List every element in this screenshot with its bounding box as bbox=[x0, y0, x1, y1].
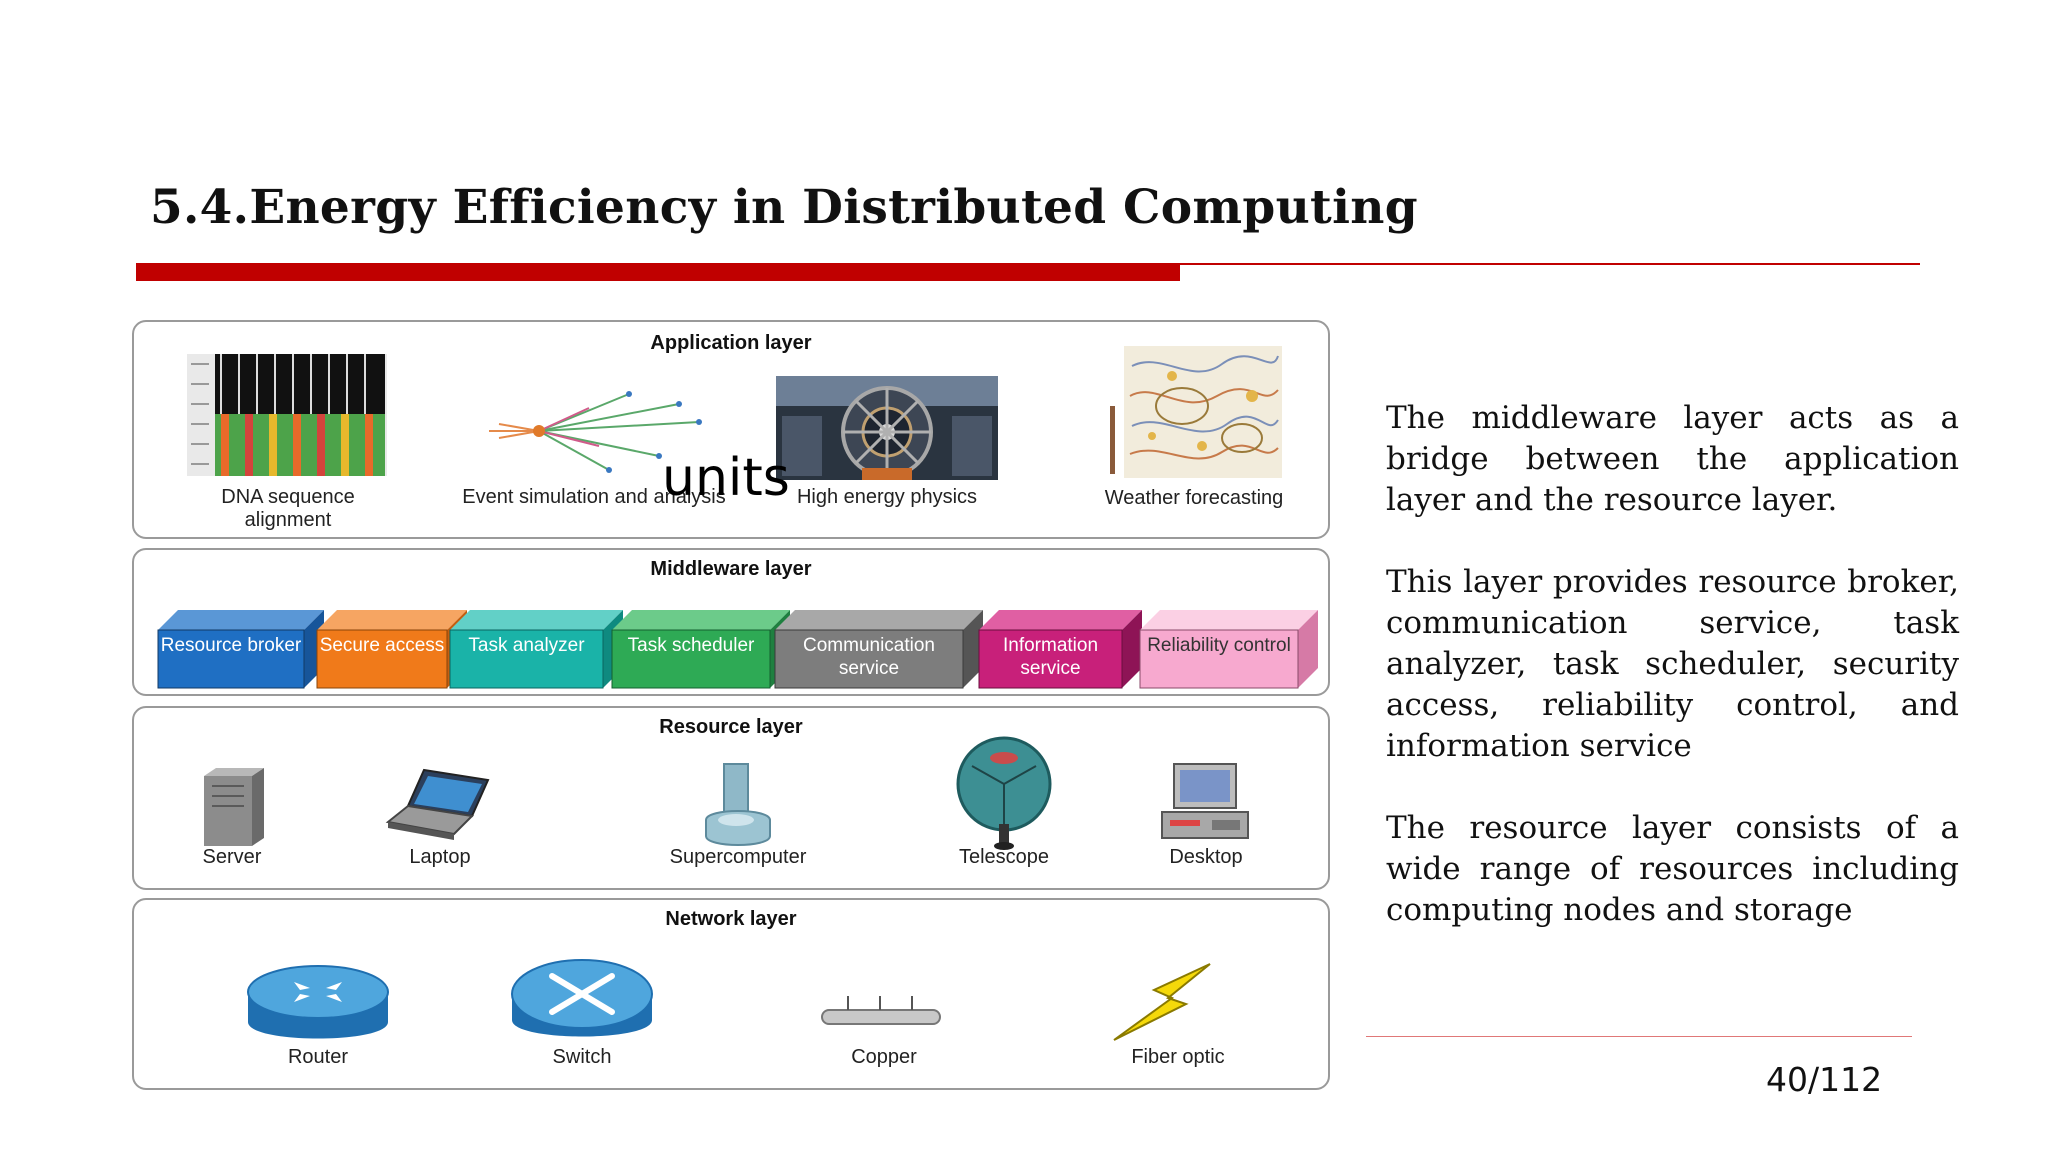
network-layer-title: Network layer bbox=[665, 908, 797, 930]
switch-icon bbox=[511, 959, 653, 1037]
telescope-caption: Telescope bbox=[958, 846, 1050, 868]
overlay-text: units bbox=[662, 448, 790, 508]
task-analyzer-block: Task analyzer bbox=[468, 635, 585, 656]
slide-title: 5.4.Energy Efficiency in Distributed Com… bbox=[150, 180, 1418, 235]
middleware-layer: Middleware layer bbox=[132, 548, 1330, 696]
network-layer: Network layer Router Switch Copper F bbox=[132, 898, 1330, 1090]
desktop-caption: Desktop bbox=[1169, 846, 1243, 868]
telescope-icon bbox=[956, 736, 1052, 850]
paragraph-resource: The resource layer consists of a wide ra… bbox=[1386, 810, 1959, 928]
event-simulation-caption: Event simulation and analysis bbox=[462, 486, 726, 508]
server-caption: Server bbox=[202, 846, 262, 868]
weather-map-image bbox=[1110, 346, 1282, 478]
title-underline-thick bbox=[136, 263, 1180, 281]
high-energy-physics-caption: High energy physics bbox=[796, 486, 978, 508]
middleware-blocks-3d bbox=[157, 610, 1318, 689]
fiber-optic-caption: Fiber optic bbox=[1131, 1046, 1225, 1068]
resource-layer: Resource layer Server Laptop Supercomput… bbox=[132, 706, 1330, 890]
application-layer: Application layer DNA sequence align bbox=[132, 320, 1330, 539]
weather-forecasting-caption: Weather forecasting bbox=[1104, 487, 1284, 509]
copper-cable-icon bbox=[821, 996, 941, 1025]
laptop-caption: Laptop bbox=[409, 846, 471, 868]
reliability-control-block: Reliability control bbox=[1147, 635, 1291, 656]
paragraph-services: This layer provides resource broker, com… bbox=[1386, 564, 1959, 764]
task-scheduler-block: Task scheduler bbox=[627, 635, 755, 656]
layered-architecture-diagram: Application layer DNA sequence align bbox=[130, 318, 1330, 1090]
title-underline-thin bbox=[1180, 263, 1920, 265]
application-layer-title: Application layer bbox=[650, 332, 812, 354]
particle-detector-photo bbox=[776, 376, 998, 480]
laptop-icon bbox=[385, 768, 490, 840]
supercomputer-caption: Supercomputer bbox=[669, 846, 807, 868]
secure-access-block: Secure access bbox=[319, 635, 445, 656]
footer-divider bbox=[1366, 1036, 1912, 1037]
middleware-layer-title: Middleware layer bbox=[650, 558, 812, 580]
lightning-bolt-icon bbox=[1113, 963, 1211, 1041]
event-simulation-image bbox=[489, 391, 702, 473]
resource-broker-block: Resource broker bbox=[160, 635, 302, 656]
router-icon bbox=[247, 965, 389, 1039]
server-icon bbox=[204, 768, 264, 846]
resource-layer-title: Resource layer bbox=[659, 716, 803, 738]
desktop-icon bbox=[1161, 763, 1249, 839]
communication-service-block: Communication service bbox=[803, 635, 935, 679]
page-number: 40/112 bbox=[1766, 1060, 1883, 1099]
router-caption: Router bbox=[287, 1046, 349, 1068]
switch-caption: Switch bbox=[552, 1046, 612, 1068]
paragraph-middleware: The middleware layer acts as a bridge be… bbox=[1386, 400, 1959, 518]
supercomputer-icon bbox=[705, 763, 771, 846]
dna-sequence-image bbox=[187, 354, 387, 476]
dna-sequence-caption: DNA sequence alignment bbox=[221, 486, 355, 531]
information-service-block: Information service bbox=[1002, 635, 1099, 679]
copper-caption: Copper bbox=[851, 1046, 917, 1068]
